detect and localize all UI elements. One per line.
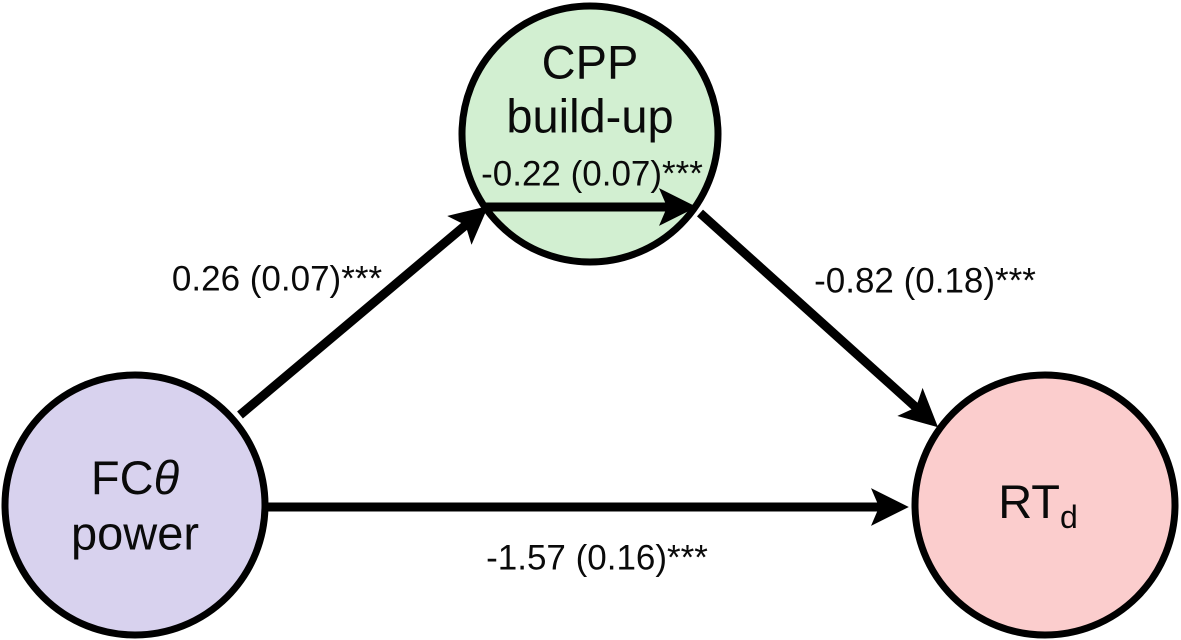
node-rt-d[interactable]: RTd [911, 371, 1179, 639]
node-cpp-build-up[interactable]: CPP build-up [458, 2, 722, 266]
node-rt-d-label-subscript: d [1060, 499, 1078, 535]
node-cpp-build-up-label-line2: build-up [506, 89, 673, 142]
node-rt-d-label-main: RT [998, 475, 1060, 528]
edge-a-path [237, 206, 489, 419]
node-fc-theta-power-label-theta: θ [154, 451, 180, 504]
svg-text:RTd: RTd [998, 475, 1078, 535]
path-label-a: 0.26 (0.07)*** [172, 259, 383, 298]
edge-b-path [696, 209, 939, 428]
node-fc-theta-power-label-line1: FC [91, 451, 154, 504]
path-label-c-prime: -1.57 (0.16)*** [486, 538, 708, 577]
path-label-b: -0.82 (0.18)*** [814, 261, 1036, 300]
node-cpp-build-up-label-line1: CPP [542, 35, 639, 88]
svg-text:FCθ: FCθ [91, 451, 180, 504]
node-fc-theta-power-label-line2: power [71, 506, 199, 559]
node-fc-theta-power[interactable]: FCθ power [1, 371, 269, 639]
path-label-within-cpp: -0.22 (0.07)*** [481, 154, 703, 193]
